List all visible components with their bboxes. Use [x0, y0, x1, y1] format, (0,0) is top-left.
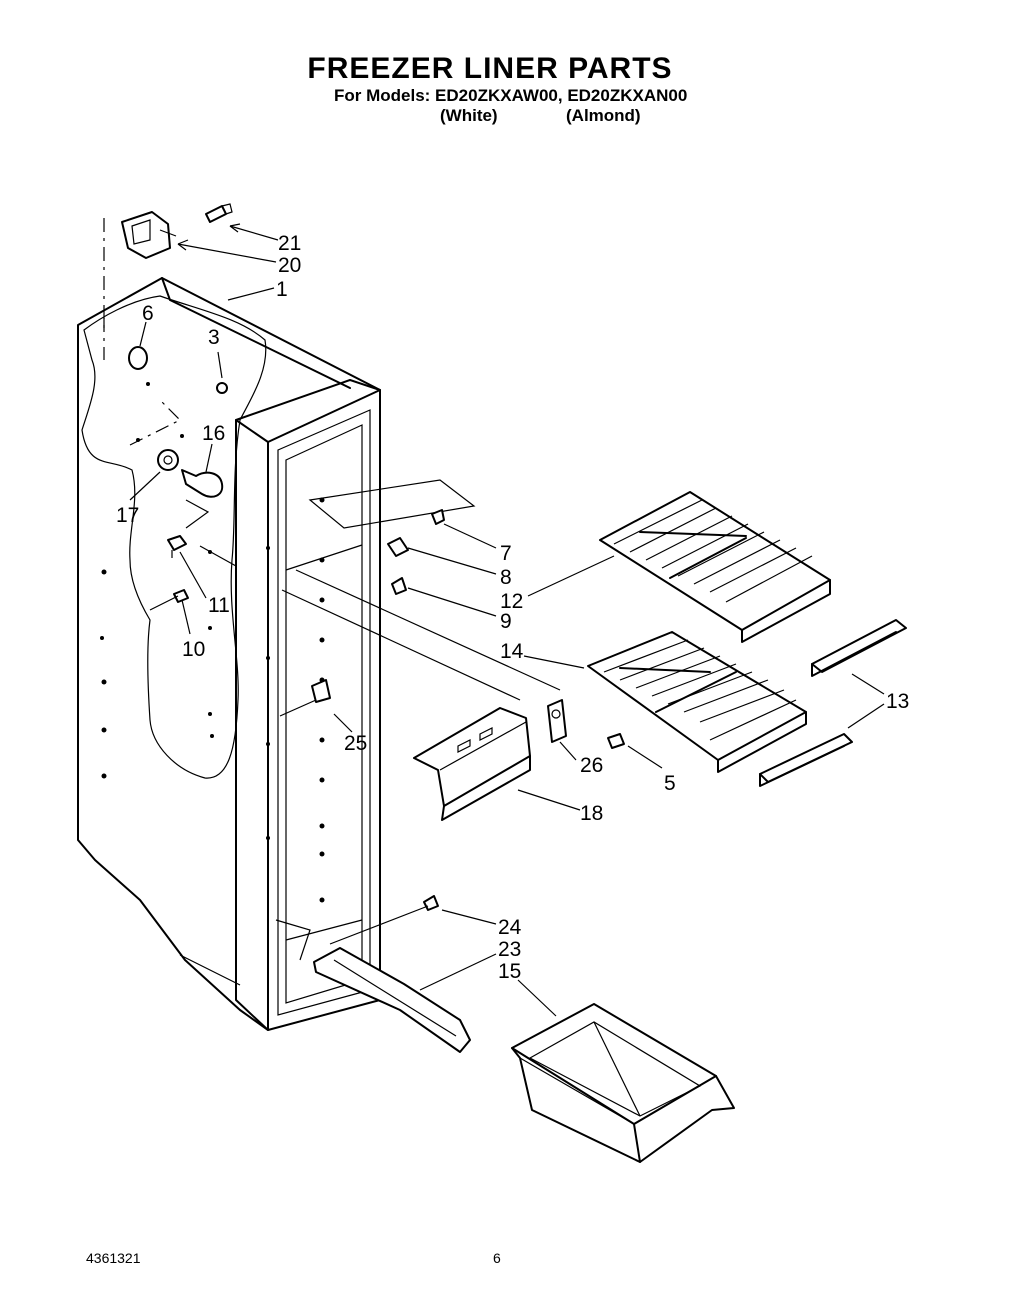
callout-20: 20: [278, 254, 301, 277]
page-number: 6: [493, 1250, 501, 1266]
thermostat-fitting-part: [167, 535, 187, 558]
callout-24: 24: [498, 916, 522, 939]
fitting-part-25: [311, 679, 331, 703]
callout-6: 6: [142, 302, 154, 325]
shelf-trim-part-13b: [759, 733, 853, 787]
leader-lines: [129, 223, 885, 1017]
page-title: FREEZER LINER PARTS: [307, 52, 673, 85]
callout-12: 12: [500, 590, 523, 613]
callout-14: 14: [500, 640, 524, 663]
callout-17: 17: [116, 504, 139, 527]
light-housing-part: [121, 211, 177, 259]
liner-plug-part: [128, 346, 148, 370]
callout-13: 13: [886, 690, 909, 713]
callout-9: 9: [500, 610, 512, 633]
shelf-support-part-7: [431, 509, 445, 525]
light-socket-part: [157, 449, 179, 471]
freezer-pan-part-15: [511, 1003, 735, 1163]
document-number: 4361321: [86, 1250, 141, 1266]
callout-8: 8: [500, 566, 512, 589]
callout-21: 21: [278, 232, 301, 255]
wire-shelf-part-12: [599, 491, 831, 643]
shelf-trim-part-13a: [811, 619, 907, 677]
callout-7: 7: [500, 542, 512, 565]
shelf-support-part-9: [391, 577, 407, 595]
callout-10: 10: [182, 638, 205, 661]
callout-25: 25: [344, 732, 367, 755]
variant-almond: (Almond): [566, 106, 641, 125]
models-line: For Models: ED20ZKXAW00, ED20ZKXAN00: [334, 86, 688, 105]
callout-11: 11: [208, 594, 230, 617]
callout-26: 26: [580, 754, 603, 777]
fitting-part-10: [173, 589, 189, 603]
bracket-part-26: [547, 699, 567, 743]
pan-support-part-23: [313, 947, 471, 1053]
callout-16: 16: [202, 422, 225, 445]
callout-18: 18: [580, 802, 603, 825]
callout-23: 23: [498, 938, 521, 961]
bracket-part-18: [413, 707, 531, 821]
screw-part-21: [205, 203, 233, 223]
screw-part-24: [423, 895, 439, 911]
callout-1: 1: [276, 278, 288, 301]
cabinet-screw-part: [216, 382, 228, 394]
callout-15: 15: [498, 960, 521, 983]
callout-3: 3: [208, 326, 220, 349]
shelf-support-part-8: [387, 537, 409, 557]
callout-5: 5: [664, 772, 676, 795]
variant-white: (White): [440, 106, 498, 125]
wire-shelf-part-14: [587, 631, 807, 773]
light-bulb-part: [181, 469, 224, 498]
screw-part-5: [607, 733, 625, 749]
freezer-liner-cabinet: [77, 277, 381, 1031]
